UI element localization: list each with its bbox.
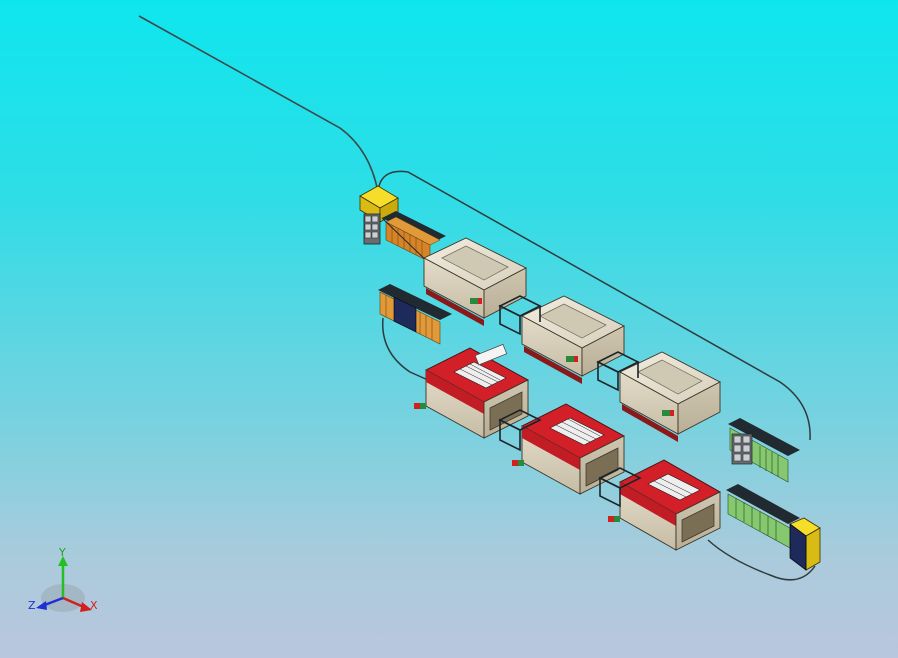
lower-machine-1[interactable]: [425, 343, 529, 439]
right-unloader-unit[interactable]: [789, 517, 821, 571]
lower-machine-2[interactable]: [521, 403, 625, 495]
overhead-cable: [138, 15, 379, 193]
axis-y-label: Y: [59, 546, 66, 559]
upper-machine-2[interactable]: [521, 295, 625, 384]
bottom-cable: [707, 539, 816, 581]
axis-z-label: Z: [28, 599, 36, 612]
right-output-conveyor[interactable]: [726, 484, 800, 549]
lower-transfer-frame-2: [598, 467, 642, 508]
axis-triad: [36, 556, 92, 612]
upper-transfer-frame-2: [596, 351, 640, 392]
upper-machine-3[interactable]: [619, 351, 721, 442]
lower-transfer-frame-1: [498, 409, 542, 452]
upper-transfer-frame-1: [498, 295, 542, 336]
right-output-stacker[interactable]: [728, 418, 800, 483]
signal-lights: [414, 403, 620, 522]
upper-input-conveyor[interactable]: [381, 211, 446, 267]
upper-machine-1[interactable]: [423, 237, 527, 326]
upper-cable-loop: [377, 170, 811, 441]
lower-input-conveyor[interactable]: [378, 284, 452, 345]
axis-x-label: X: [90, 599, 98, 612]
upper-loader-unit[interactable]: [359, 185, 399, 245]
lower-machine-3[interactable]: [619, 459, 721, 551]
lower-left-cable: [381, 317, 429, 381]
